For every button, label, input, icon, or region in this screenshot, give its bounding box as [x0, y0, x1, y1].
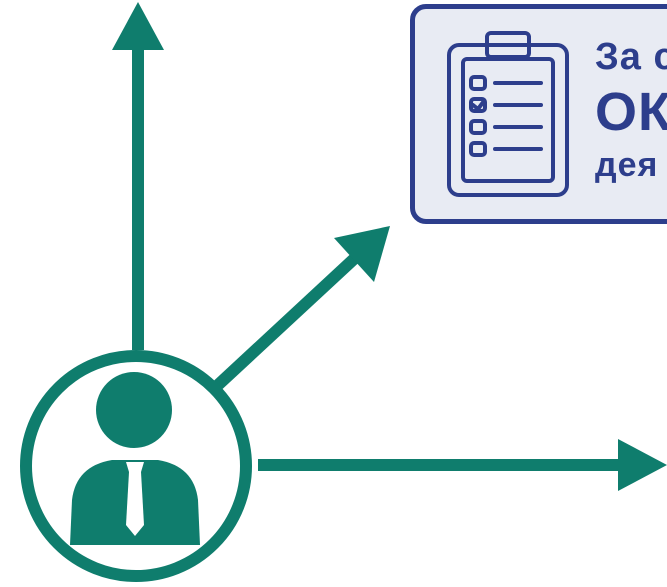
arrow-diagonal-head: [334, 226, 390, 282]
arrow-up-head: [112, 2, 164, 50]
card-text: За с ОК, дея: [595, 33, 667, 187]
arrow-diagonal: [213, 253, 360, 390]
card-line-1: За с: [595, 36, 667, 78]
card-line-2: ОК,: [595, 82, 667, 142]
person-with-tie-icon: [70, 372, 200, 545]
card-line-3: дея: [595, 146, 659, 184]
arrow-right-head: [618, 439, 667, 491]
info-card: За с ОК, дея: [410, 4, 667, 224]
clipboard-checklist-icon: [447, 31, 569, 197]
